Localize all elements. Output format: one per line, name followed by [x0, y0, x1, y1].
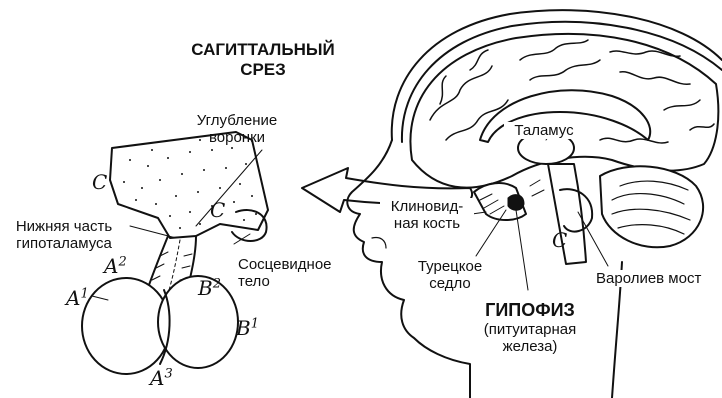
label-pituitary: ГИПОФИЗ (питуитарная железа) [470, 300, 590, 355]
handwritten-a2: A2 [104, 254, 127, 278]
handwritten-c-top: C [92, 170, 107, 194]
pituitary-line-1: ГИПОФИЗ [470, 300, 590, 321]
title-line-1: САГИТТАЛЬНЫЙ [158, 40, 368, 60]
handwritten-c-brain: C [552, 228, 567, 252]
handwritten-b1: B1 [236, 316, 259, 340]
infundibular-recess-line-1: Углубление [182, 112, 292, 129]
anterior-lobe [82, 278, 170, 374]
infundibular-recess-line-2: воронки [182, 129, 292, 146]
label-thalamus: Таламус [504, 122, 584, 139]
a3-sup: 3 [164, 366, 172, 381]
handwritten-c-right: C [210, 198, 225, 222]
sella-turcica-line-1: Турецкое [408, 258, 492, 275]
b1-base: B [236, 316, 251, 340]
a3-base: A [150, 366, 164, 390]
diagram-title: САГИТТАЛЬНЫЙ СРЕЗ [158, 40, 368, 80]
cerebellum [600, 166, 703, 247]
hypothalamus-block [110, 132, 268, 238]
a2-base: A [104, 254, 118, 278]
sphenoid-bone-line-1: Клиновид- [380, 198, 474, 215]
sella-turcica-line-2: седло [408, 275, 492, 292]
a2-sup: 2 [118, 254, 126, 269]
label-sella-turcica: Турецкое седло [408, 258, 492, 292]
lower-hypothalamus-line-1: Нижняя часть [0, 218, 128, 235]
lower-hypothalamus-line-2: гипоталамуса [0, 235, 128, 252]
b2-base: B [198, 276, 213, 300]
leader-pituitary [516, 210, 528, 290]
title-line-2: СРЕЗ [158, 60, 368, 80]
pituitary-line-2: (питуитарная [470, 321, 590, 338]
b2-sup: 2 [213, 276, 221, 291]
mammillary-body-line-1: Сосцевидное [238, 256, 332, 273]
label-lower-hypothalamus: Нижняя часть гипоталамуса [0, 218, 128, 252]
a1-base: A [66, 286, 80, 310]
leader-sphenoid [472, 212, 486, 214]
label-infundibular-recess: Углубление воронки [182, 112, 292, 146]
pituitary-line-3: железа) [470, 338, 590, 355]
stalk-hatching [152, 252, 192, 280]
label-sphenoid-bone: Клиновид- ная кость [380, 198, 474, 232]
b1-sup: 1 [251, 316, 259, 331]
sphenoid-bone-line-2: ная кость [380, 215, 474, 232]
handwritten-a1: A1 [66, 286, 89, 310]
pituitary-small [508, 195, 524, 211]
handwritten-b2: B2 [198, 276, 221, 300]
handwritten-a3: A3 [150, 366, 173, 390]
label-mammillary-body: Сосцевидное тело [238, 256, 332, 290]
a1-sup: 1 [80, 286, 88, 301]
mammillary-body-line-2: тело [238, 273, 332, 290]
label-pons: Варолиев мост [596, 270, 701, 287]
nose-line [372, 237, 386, 248]
